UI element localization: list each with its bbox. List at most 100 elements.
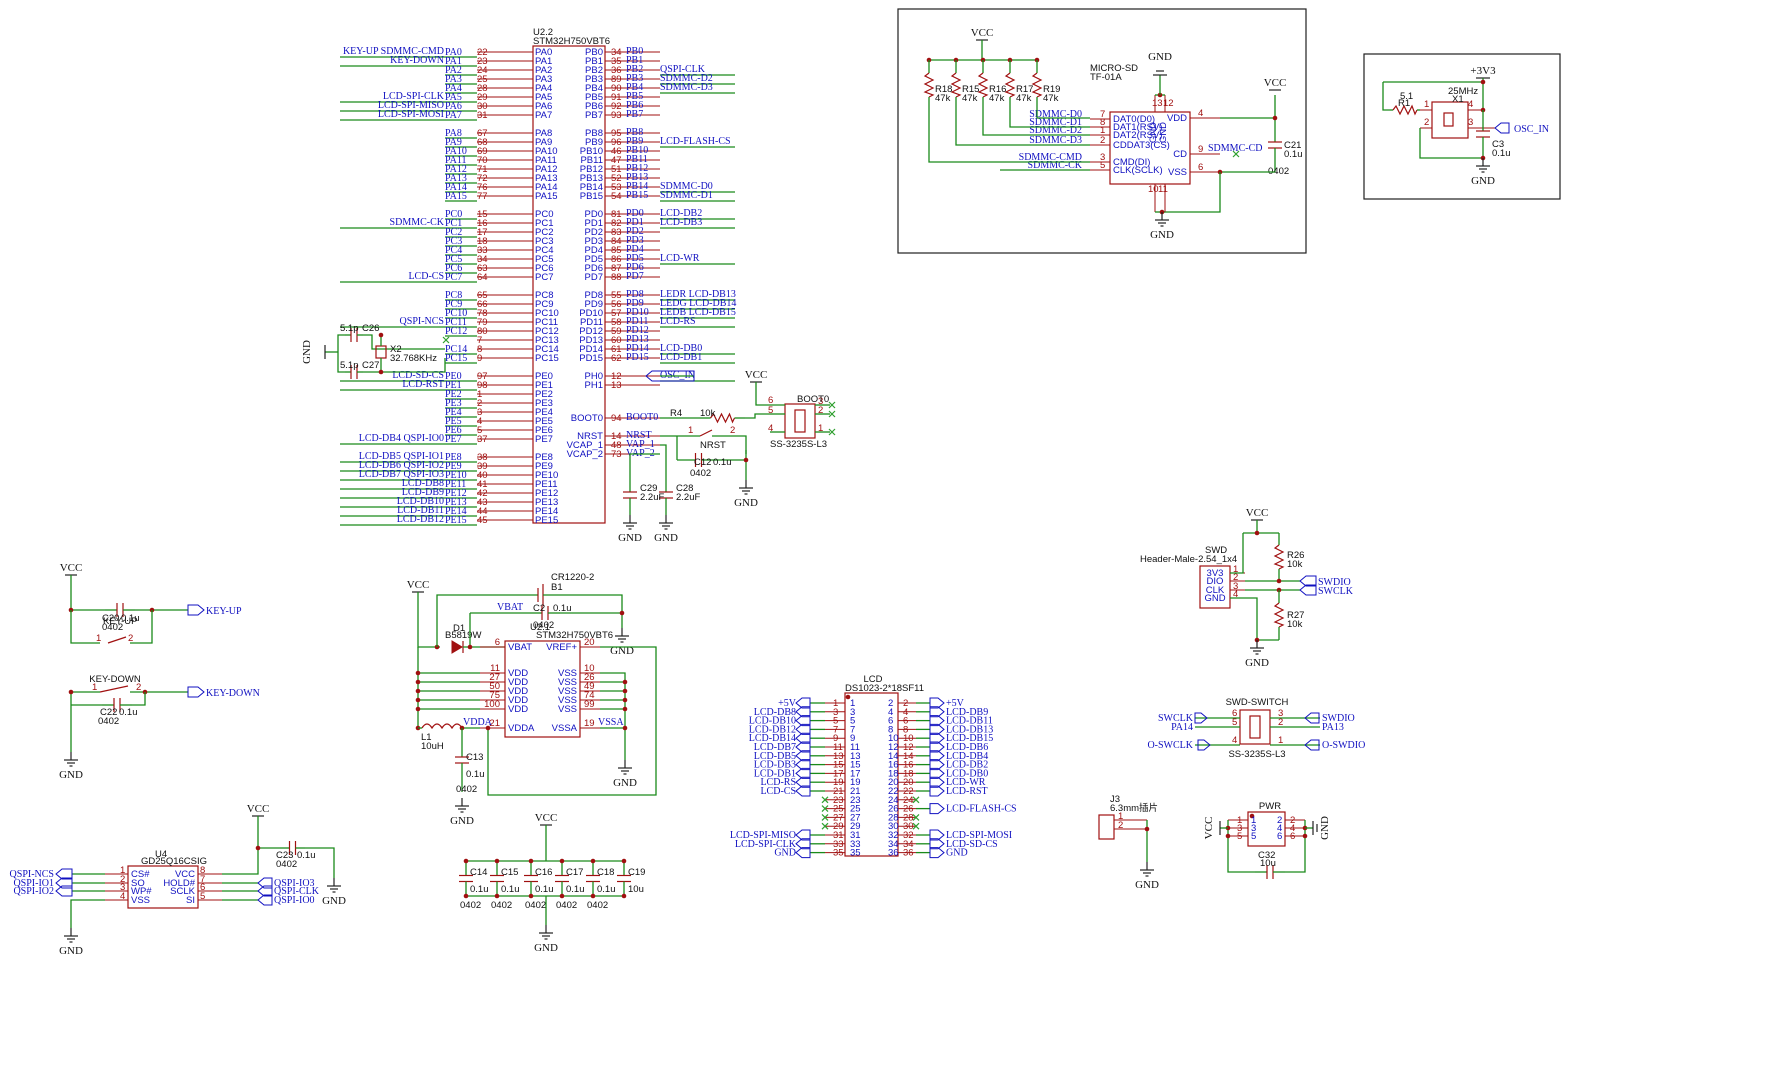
pin-number: 34 [903,839,914,850]
c20-value: 0.1u [121,613,140,624]
junction-dot [1225,833,1231,839]
net-label: PE13 [445,497,467,508]
pin-number: 4 [120,891,125,902]
pin-number: 85 [611,245,622,256]
pin-number: 34 [477,254,488,265]
cap-package: 0402 [460,900,481,911]
pin-number: 24 [903,795,914,806]
pin-number: 79 [477,317,488,328]
net-label: LCD-DB11 [397,505,444,516]
net-label: QSPI-CLK [274,886,320,897]
pin-number: 16 [903,760,914,771]
j3-value: 6.3mm插片 [1110,802,1158,814]
c23-value: 0.1u [297,850,316,861]
wire [363,334,445,350]
pin-name: PB10 [580,146,603,157]
junction-dot [68,689,74,695]
pin-name: VSS [1168,167,1187,178]
pin-name: DAT0(D0) [1113,114,1155,125]
c12-ref: C12 [694,457,711,468]
pin-name: PE1 [535,380,553,391]
pin-number: 13 [833,751,844,762]
pin-number: 2 [1278,717,1283,728]
pin-name: VDDA [508,723,535,734]
net-label: PB0 [626,46,643,57]
net-label: PE5 [445,416,462,427]
net-label: PB2 [626,64,643,75]
pin-name: PA3 [535,74,552,85]
net-label: SWCLK [1318,586,1354,597]
net-label: SDMMC-D3 [660,82,713,93]
pin-number: 29 [477,92,488,103]
pin-number: 90 [611,83,622,94]
cap-package: 0402 [587,900,608,911]
pin-name: VDD [508,668,528,679]
pin-number: 89 [611,74,622,85]
c20-ref: C20 [102,613,119,624]
pin-name: PA2 [535,65,552,76]
net-label: LCD-DB1 [660,352,702,363]
switch-knob-icon [794,409,806,433]
vcc-label: VCC [60,562,83,574]
gnd-label: GND [610,645,634,657]
net-label: LCD-DB5 QSPI-IO1 [359,451,444,462]
c21-ref: C21 [1284,140,1301,151]
net-label: PB3 [626,73,643,84]
key-down-ref: KEY-DOWN [89,674,141,685]
wire [337,334,345,373]
c21-value: 0.1u [1284,149,1303,160]
pin-number: 9 [477,353,482,364]
net-label: LCD-SD-CS [392,370,444,381]
pin-name: PA5 [535,92,552,103]
net-label: PD13 [626,334,649,345]
junction-dot [622,725,628,731]
net-label: PC3 [445,236,462,247]
net-label: LCD-DB5 [754,751,796,762]
net-label: PD14 [626,343,649,354]
pin-name: PD7 [585,272,603,283]
port-flag-icon [1194,712,1208,724]
net-label: SDMMC-D0 [1029,109,1082,120]
no-connect-icon [912,796,920,804]
pin-name: PA11 [535,155,557,166]
pin-name: VDD [508,695,528,706]
c13-ref: C13 [466,752,483,763]
pin-name: PD14 [579,344,603,355]
pin-name: PE12 [535,488,558,499]
net-label: LCD-DB3 [660,217,702,228]
net-label: LCD-DB8 [402,478,444,489]
pin-number: 80 [477,326,488,337]
pin-inner-number: 34 [888,839,899,850]
pin-name: PE13 [535,497,558,508]
pin-number: 9 [833,733,838,744]
no-connect-icon [442,336,450,344]
wire [132,692,146,706]
net-label: LCD-WR [946,777,986,788]
sdcard-section: VCCR1847kR1547kR1647kR1747kR1947kMICRO-S… [897,8,1307,254]
pin-number: 46 [611,146,622,157]
pin-name: PA9 [535,137,552,148]
net-label: PA12 [445,164,467,175]
pin-number: 1 [120,865,125,876]
pin-number: 78 [477,308,488,319]
pin-name: PC10 [535,308,559,319]
vcc-label: VCC [1246,507,1269,519]
net-label: SWDIO [1322,713,1355,724]
pin-name: CLK(SCLK) [1113,165,1163,176]
net-label: PE10 [445,470,467,481]
net-label: PE4 [445,407,462,418]
junction-dot [590,858,596,864]
pin-number: 5 [477,425,482,436]
resistor-icon [923,72,935,98]
net-label: PE8 [445,452,462,463]
pin-number: 2 [903,698,908,709]
pin-name: PC14 [535,344,559,355]
pin-name: SCLK [170,886,195,897]
pin-number: 12 [611,371,622,382]
cap-package: 0402 [491,900,512,911]
vcc-label: VCC [535,812,558,824]
junction-dot [415,688,421,694]
pin-name: PA6 [535,101,552,112]
